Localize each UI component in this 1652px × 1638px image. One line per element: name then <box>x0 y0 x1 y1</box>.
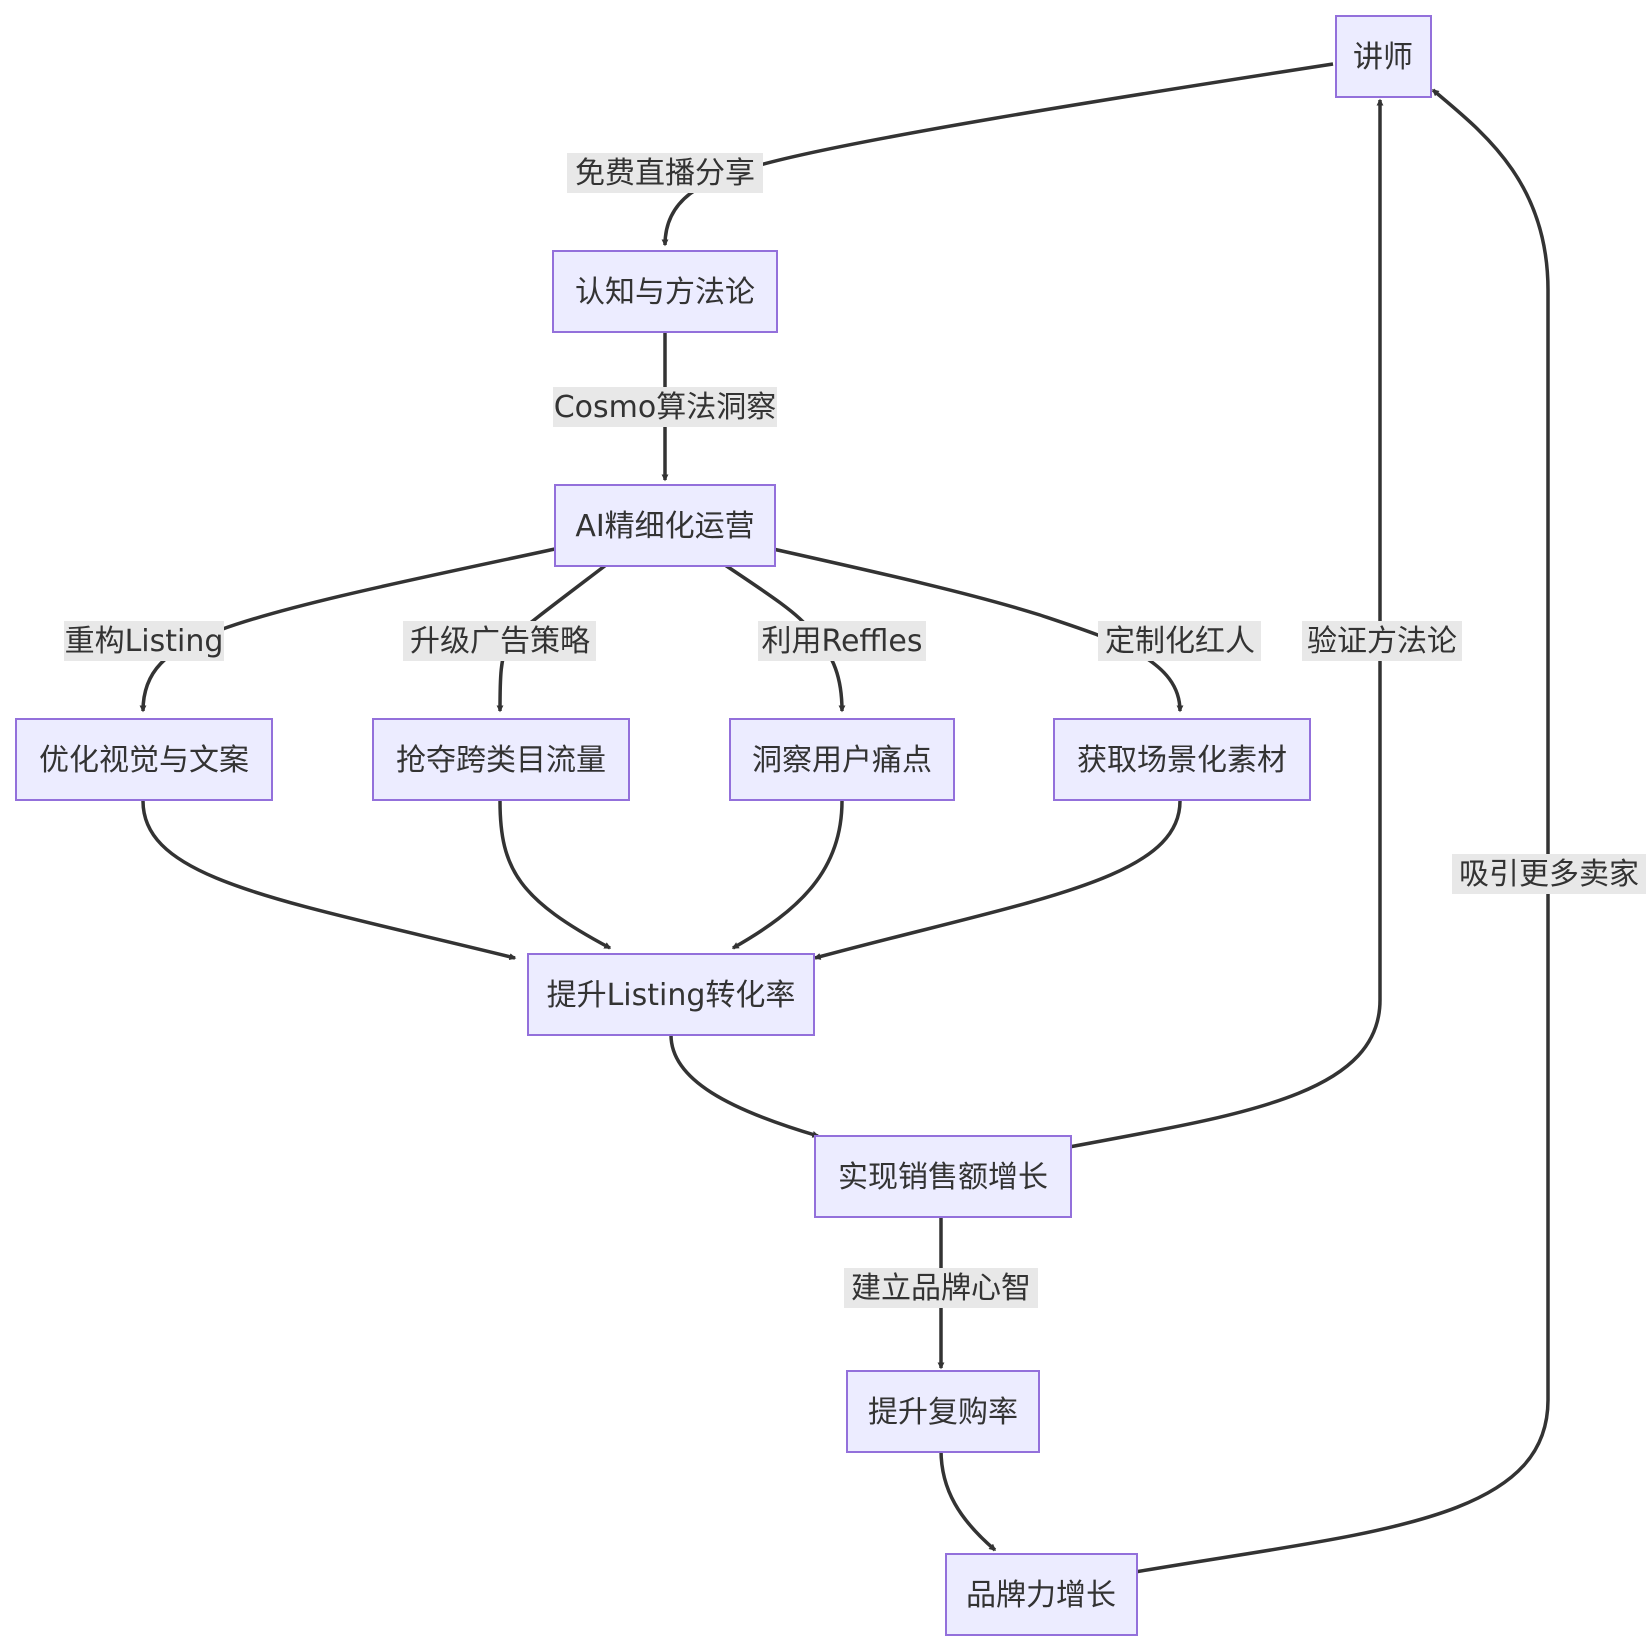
svg-text:讲师: 讲师 <box>1353 40 1413 75</box>
edge-pain-to-conversion <box>731 800 844 950</box>
svg-text:验证方法论: 验证方法论 <box>1307 624 1457 659</box>
edge-ai-to-visual <box>139 547 556 713</box>
node-ai-ops: AI精细化运营 <box>554 484 776 567</box>
svg-text:实现销售额增长: 实现销售额增长 <box>838 1160 1048 1195</box>
svg-text:洞察用户痛点: 洞察用户痛点 <box>752 743 932 778</box>
edge-sales-to-lecturer <box>1068 98 1384 1149</box>
node-traffic: 抢夺跨类目流量 <box>372 718 630 801</box>
edge-label-influencer: 定制化红人 <box>1098 621 1261 661</box>
svg-text:吸引更多卖家: 吸引更多卖家 <box>1459 857 1639 892</box>
edge-repurchase-to-brand <box>939 1449 997 1552</box>
node-methodology: 认知与方法论 <box>552 250 778 333</box>
edge-label-reffles: 利用Reffles <box>758 621 926 661</box>
svg-text:免费直播分享: 免费直播分享 <box>575 156 755 191</box>
node-pain: 洞察用户痛点 <box>729 718 955 801</box>
svg-text:提升复购率: 提升复购率 <box>868 1395 1018 1430</box>
node-conversion: 提升Listing转化率 <box>527 953 815 1036</box>
svg-text:获取场景化素材: 获取场景化素材 <box>1077 743 1287 778</box>
edge-traffic-to-conversion <box>498 800 612 950</box>
node-brand: 品牌力增长 <box>945 1553 1138 1636</box>
node-repurchase: 提升复购率 <box>846 1370 1040 1453</box>
node-material: 获取场景化素材 <box>1053 718 1311 801</box>
svg-text:品牌力增长: 品牌力增长 <box>966 1578 1116 1613</box>
node-lecturer: 讲师 <box>1335 15 1432 98</box>
svg-text:提升Listing转化率: 提升Listing转化率 <box>547 978 796 1013</box>
svg-text:Cosmo算法洞察: Cosmo算法洞察 <box>554 390 777 425</box>
edge-label-cosmo: Cosmo算法洞察 <box>553 387 777 427</box>
edge-label-brand-mind: 建立品牌心智 <box>844 1268 1038 1308</box>
svg-text:升级广告策略: 升级广告策略 <box>410 624 590 659</box>
edge-label-attract: 吸引更多卖家 <box>1452 854 1646 894</box>
edge-label-upgrade-ads: 升级广告策略 <box>403 621 596 661</box>
edge-ai-to-material <box>772 547 1184 713</box>
edge-label-free-live: 免费直播分享 <box>567 153 763 193</box>
svg-text:优化视觉与文案: 优化视觉与文案 <box>39 743 249 778</box>
edge-visual-to-conversion <box>141 800 517 961</box>
svg-text:建立品牌心智: 建立品牌心智 <box>851 1271 1031 1306</box>
svg-text:AI精细化运营: AI精细化运营 <box>575 509 754 544</box>
edge-label-verify: 验证方法论 <box>1302 621 1462 661</box>
svg-text:认知与方法论: 认知与方法论 <box>575 275 755 310</box>
svg-text:利用Reffles: 利用Reffles <box>761 624 922 659</box>
node-visual: 优化视觉与文案 <box>15 718 273 801</box>
edge-brand-to-lecturer <box>1134 88 1550 1574</box>
edge-lecturer-to-methodology <box>661 62 1334 247</box>
edge-conversion-to-sales <box>669 1034 820 1138</box>
svg-text:定制化红人: 定制化红人 <box>1105 624 1255 659</box>
edge-material-to-conversion <box>813 800 1182 960</box>
edge-label-rebuild: 重构Listing <box>64 621 224 661</box>
node-sales: 实现销售额增长 <box>814 1135 1072 1218</box>
svg-text:重构Listing: 重构Listing <box>65 624 224 659</box>
svg-text:抢夺跨类目流量: 抢夺跨类目流量 <box>396 743 606 778</box>
